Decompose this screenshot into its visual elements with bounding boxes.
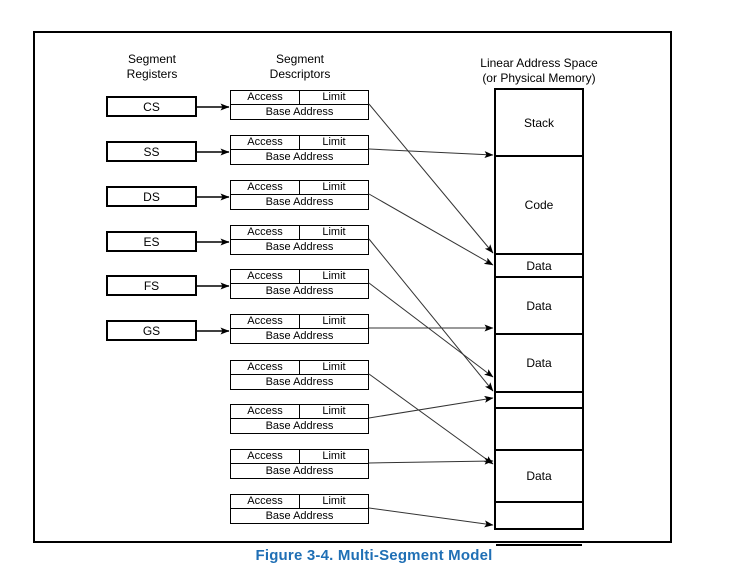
descriptor-access-cell: Access [231,405,300,418]
memory-block-empty [496,503,582,546]
segment-register-cs[interactable]: CS [106,96,197,117]
descriptor-access-limit-row: Access Limit [230,404,369,419]
memory-block-data: Data [496,278,582,335]
segment-descriptors-header-line1: Segment [275,52,325,66]
descriptor-base-address-row: Base Address [230,239,369,255]
descriptor-access-cell: Access [231,226,300,239]
segment-register-ss[interactable]: SS [106,141,197,162]
descriptor-access-cell: Access [231,361,300,374]
descriptor-access-limit-row: Access Limit [230,449,369,464]
descriptor-access-limit-row: Access Limit [230,90,369,105]
descriptor-base-address-row: Base Address [230,463,369,479]
descriptor-base-address-row: Base Address [230,104,369,120]
segment-descriptors-header: Segment Descriptors [234,52,366,82]
memory-block-empty [496,409,582,451]
descriptor-access-limit-row: Access Limit [230,269,369,284]
descriptor-access-limit-row: Access Limit [230,494,369,509]
descriptor-limit-cell: Limit [322,361,346,373]
memory-block-empty [496,393,582,409]
segment-registers-header: Segment Registers [90,52,214,82]
descriptor-base-address-row: Base Address [230,418,369,434]
descriptor-access-limit-row: Access Limit [230,225,369,240]
segment-registers-header-line2: Registers [126,67,178,81]
descriptor-limit-cell: Limit [322,495,346,507]
descriptor-limit-cell: Limit [322,136,346,148]
descriptor-limit-cell: Limit [322,91,346,103]
segment-register-ds[interactable]: DS [106,186,197,207]
descriptor-base-address-row: Base Address [230,328,369,344]
descriptor-access-limit-row: Access Limit [230,360,369,375]
descriptor-access-cell: Access [231,315,300,328]
linear-address-space-header-line1: Linear Address Space [480,56,598,70]
descriptor-limit-cell: Limit [322,270,346,282]
descriptor-limit-cell: Limit [322,405,346,417]
descriptor-base-address-row: Base Address [230,194,369,210]
segment-registers-header-line1: Segment [127,52,177,66]
descriptor-access-limit-row: Access Limit [230,135,369,150]
figure-caption: Figure 3-4. Multi-Segment Model [255,547,493,564]
descriptor-limit-cell: Limit [322,450,346,462]
descriptor-access-limit-row: Access Limit [230,314,369,329]
linear-address-space-header: Linear Address Space (or Physical Memory… [448,56,630,86]
segment-register-gs[interactable]: GS [106,320,197,341]
descriptor-access-cell: Access [231,91,300,104]
memory-block-stack: Stack [496,90,582,157]
descriptor-base-address-row: Base Address [230,149,369,165]
segment-descriptors-header-line2: Descriptors [269,67,331,81]
descriptor-access-cell: Access [231,181,300,194]
linear-address-space-header-line2: (or Physical Memory) [482,71,596,85]
memory-block-data: Data [496,451,582,503]
descriptor-base-address-row: Base Address [230,508,369,524]
descriptor-limit-cell: Limit [322,226,346,238]
descriptor-access-limit-row: Access Limit [230,180,369,195]
segment-register-es[interactable]: ES [106,231,197,252]
descriptor-base-address-row: Base Address [230,374,369,390]
descriptor-base-address-row: Base Address [230,283,369,299]
segment-register-fs[interactable]: FS [106,275,197,296]
memory-block-data: Data [496,335,582,393]
descriptor-access-cell: Access [231,450,300,463]
memory-block-data: Data [496,255,582,278]
memory-block-code: Code [496,157,582,255]
descriptor-access-cell: Access [231,270,300,283]
descriptor-limit-cell: Limit [322,181,346,193]
descriptor-access-cell: Access [231,495,300,508]
descriptor-limit-cell: Limit [322,315,346,327]
descriptor-access-cell: Access [231,136,300,149]
